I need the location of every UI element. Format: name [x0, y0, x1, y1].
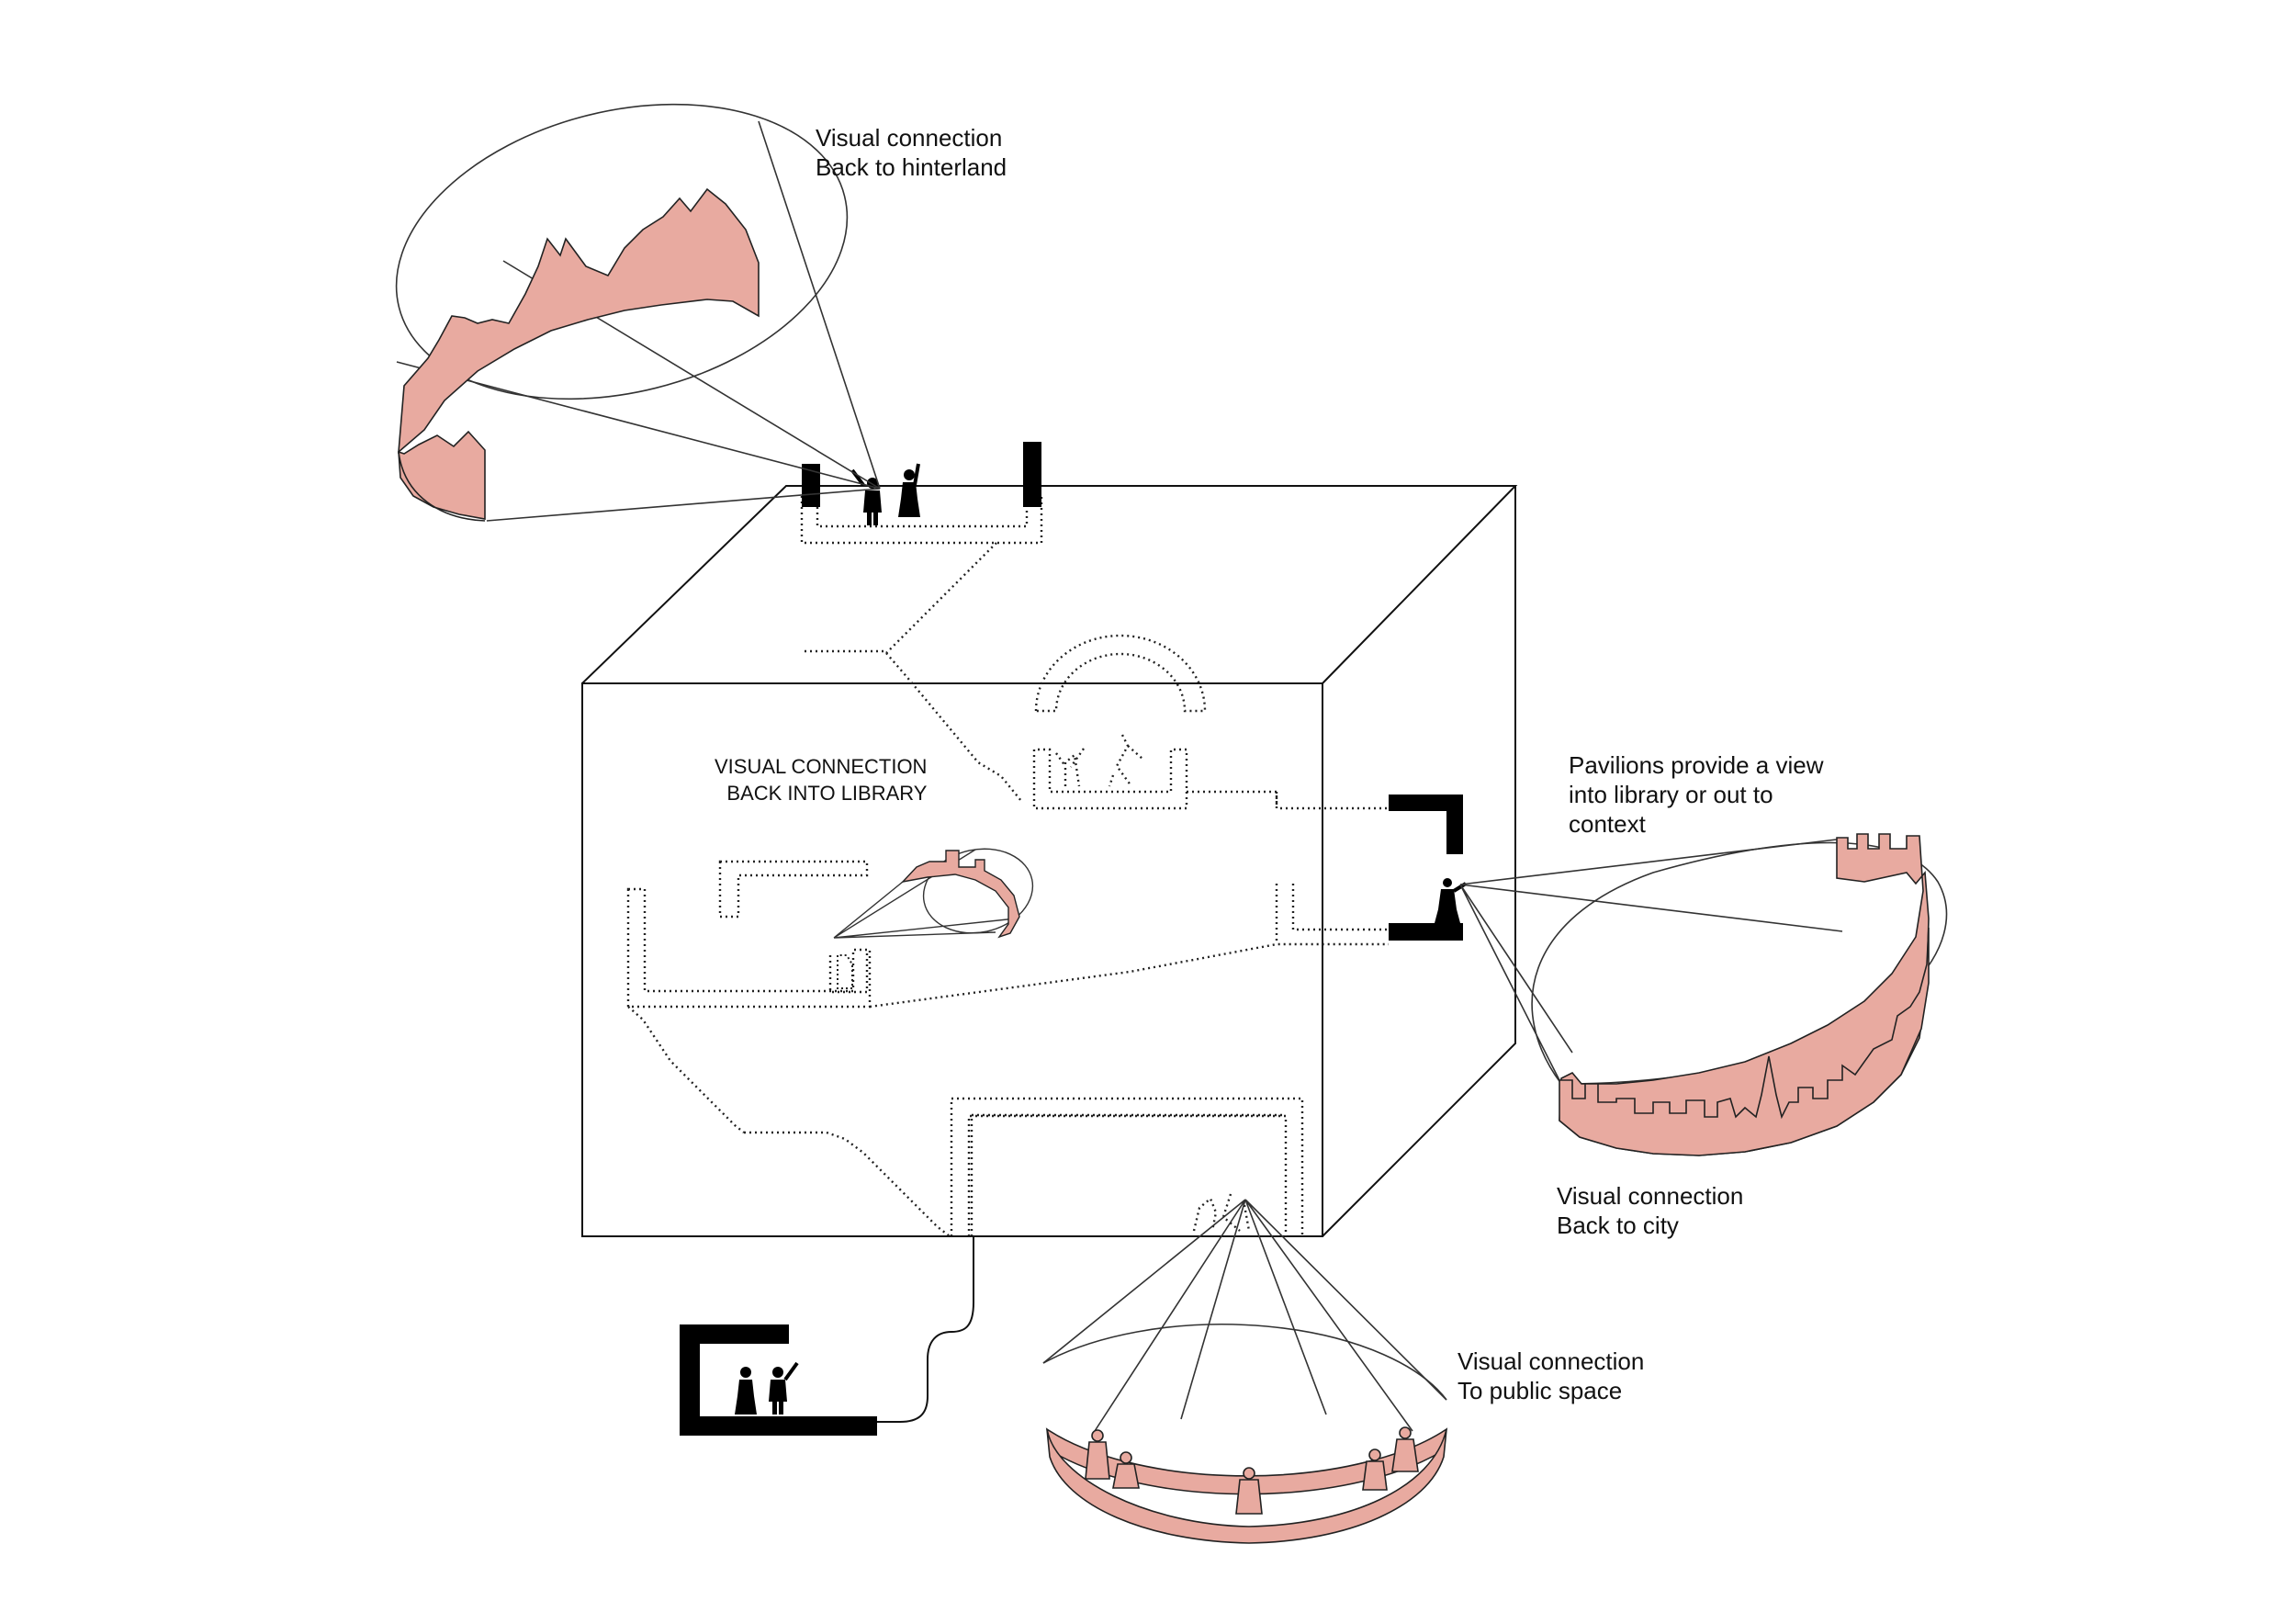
- left-l-bay: [626, 887, 872, 1009]
- city-panorama: [1559, 833, 1930, 1156]
- label-public-space: Visual connection To public space: [1458, 1347, 1645, 1404]
- figure-lower-right: [769, 1367, 787, 1414]
- viewer-niche: [828, 950, 869, 994]
- internal-circulation-paths: [626, 496, 1389, 1237]
- right-pavilion: [1389, 795, 1468, 941]
- hinterland-view-cone: [395, 103, 881, 522]
- label-pavilions: Pavilions provide a view into library or…: [1569, 751, 1824, 838]
- arch-element: [1034, 634, 1207, 713]
- top-pavilion: [802, 442, 1041, 525]
- mid-walkway: [869, 942, 1389, 1009]
- top-bay-outline: [800, 496, 1043, 545]
- public-view-cone: [1042, 1199, 1447, 1432]
- lower-pavilion: [680, 1324, 877, 1436]
- label-hinterland: Visual connection Back to hinterland: [816, 124, 1007, 181]
- figure-lower-left: [735, 1367, 757, 1414]
- public-view-arc: [1042, 1324, 1447, 1401]
- upper-tray: [1032, 748, 1188, 810]
- public-panorama: [1045, 1426, 1448, 1544]
- lower-connector-line: [877, 1236, 974, 1423]
- top-pavilion-wall-left: [802, 464, 820, 507]
- lower-staircase: [627, 1006, 745, 1133]
- library-cube: [581, 485, 1518, 1237]
- lower-pavilion-frame: [680, 1324, 877, 1436]
- right-pavilion-top-bracket: [1389, 795, 1463, 854]
- lower-frame: [950, 1097, 1304, 1236]
- library-viewer: [837, 954, 853, 989]
- cube-right-edges: [1322, 486, 1516, 1237]
- right-pavilion-floor: [1389, 923, 1463, 941]
- left-shelf: [718, 860, 869, 919]
- hinterland-view-ellipse: [395, 103, 849, 400]
- library-view-ellipse: [922, 848, 1034, 934]
- library-view-cone: [833, 848, 1034, 939]
- library-panorama: [901, 850, 1020, 939]
- hinterland-panorama: [398, 187, 760, 522]
- label-city: Visual connection Back to city: [1557, 1182, 1744, 1239]
- upper-staircase: [885, 542, 997, 654]
- top-pavilion-wall-right: [1023, 442, 1041, 507]
- cube-top-edges: [581, 485, 1518, 684]
- label-library: VISUAL CONNECTION BACK INTO LIBRARY: [715, 755, 928, 805]
